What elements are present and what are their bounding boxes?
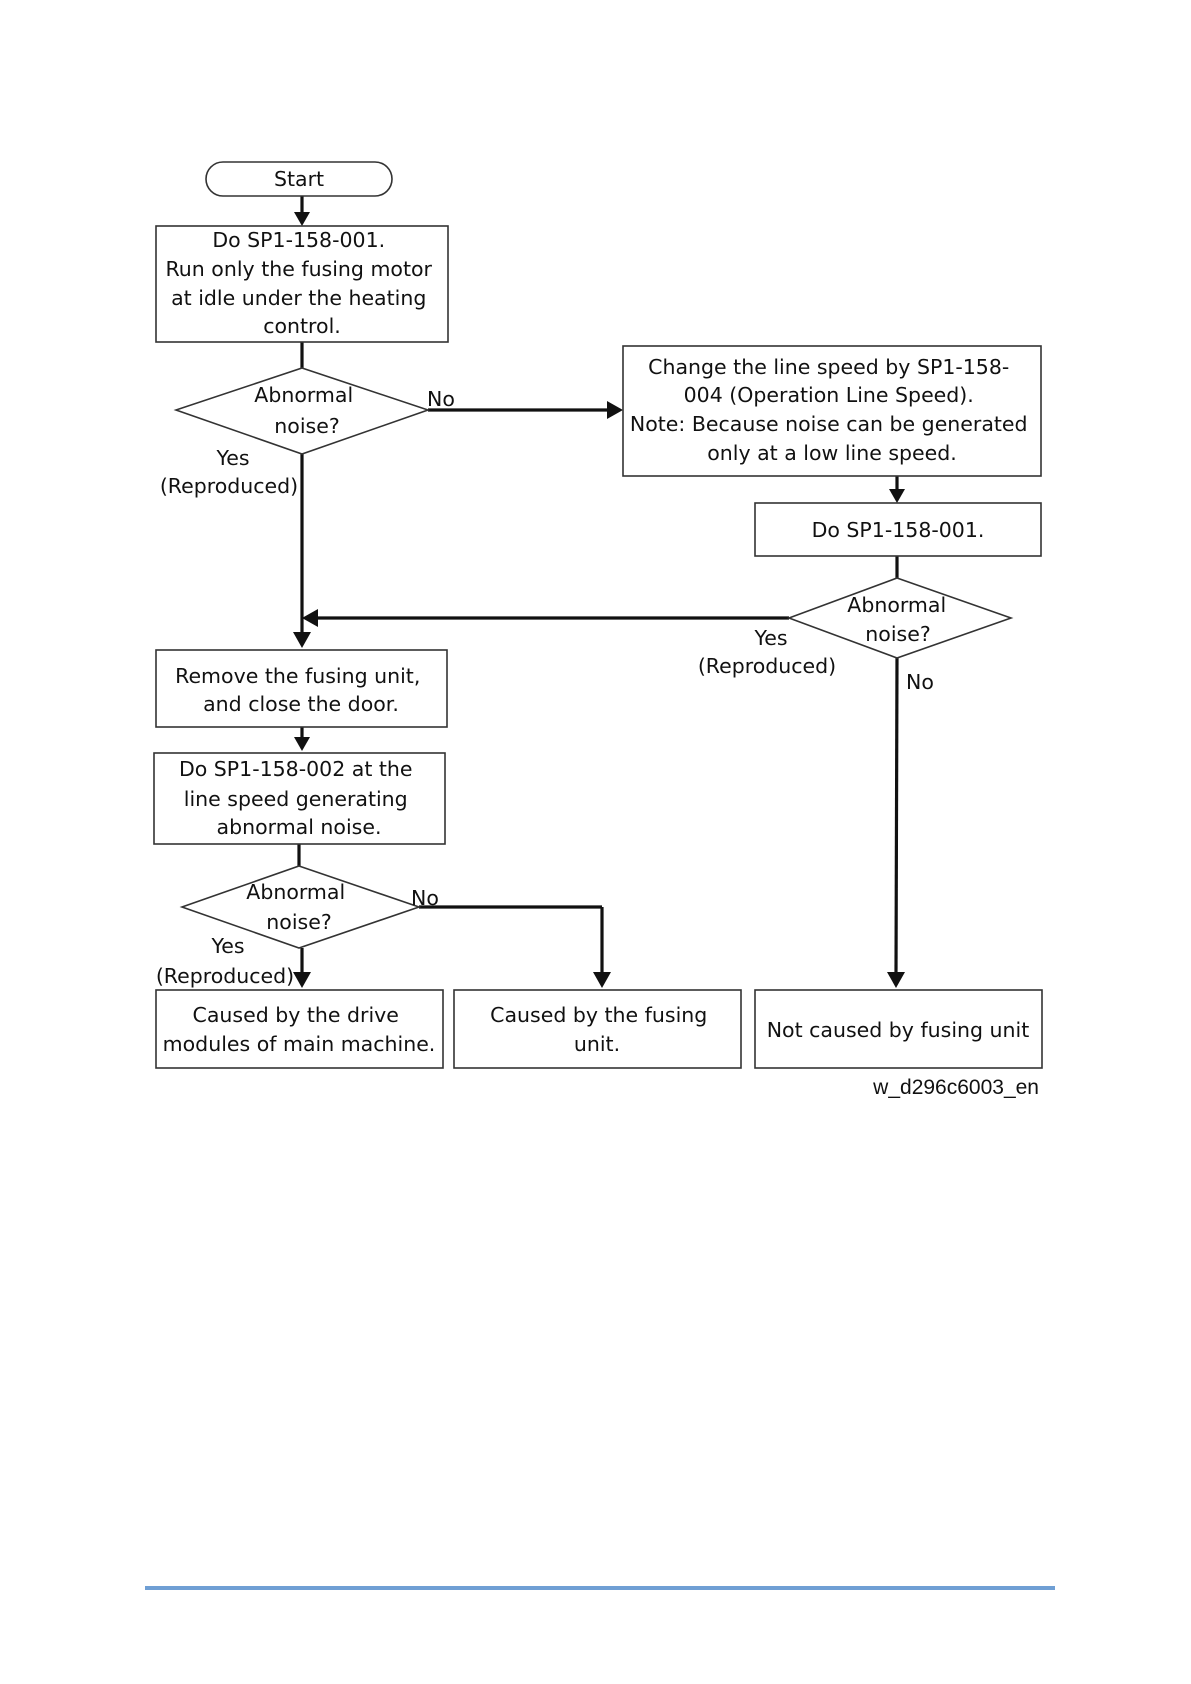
svg-text:Remove the fusing unit,: Remove the fusing unit, and close the do… (175, 664, 427, 716)
svg-text:Do SP1-158-002 at the li: Do SP1-158-002 at the line speed generat… (179, 757, 419, 839)
decision1-line: noise? (274, 414, 339, 438)
step1-line: Run only the fusing motor (165, 257, 432, 281)
step-redo-label: Do SP1-158-001. (812, 518, 985, 542)
decision1-reproduced-label: (Reproduced) (160, 474, 298, 498)
decision2-yes-label: Yes (753, 626, 787, 650)
decision2-no-label: No (906, 670, 934, 694)
step2-line: Do SP1-158-002 at the (179, 757, 413, 781)
figure-caption: w_d296c6003_en (872, 1076, 1039, 1099)
arrowhead (887, 972, 905, 988)
svg-text:Abnormal noise?: Abnormal noise? (254, 383, 359, 438)
remove-unit-line: Remove the fusing unit, (175, 664, 420, 688)
decision1-line: Abnormal (254, 383, 353, 407)
svg-text:Caused by the fusing uni: Caused by the fusing unit. (490, 1003, 714, 1056)
footer-rule (145, 1586, 1055, 1590)
arrowhead (294, 737, 310, 751)
step2-line: line speed generating (184, 787, 408, 811)
change-speed-box: Change the line speed by SP1-158- 004 (O… (622, 345, 1042, 477)
remove-unit-box: Remove the fusing unit, and close the do… (155, 649, 448, 728)
arrowhead (294, 212, 310, 226)
svg-text:Change the line speed by SP1-1: Change the line speed by SP1-158- 004 (O… (630, 355, 1034, 465)
decision2-line: Abnormal (847, 593, 946, 617)
step1-line: control. (263, 314, 341, 338)
flowchart-edges (293, 196, 905, 988)
decision2-line: noise? (865, 622, 930, 646)
result-fusing-line: Caused by the fusing (490, 1003, 707, 1027)
step2-box: Do SP1-158-002 at the line speed generat… (153, 752, 446, 845)
step1-line: Do SP1-158-001. (212, 228, 385, 252)
decision1-diamond: Abnormal noise? (173, 367, 431, 455)
result-not-fusing-label: Not caused by fusing unit (767, 1018, 1030, 1042)
svg-text:Caused by the drive modu: Caused by the drive modules of main mach… (163, 1003, 436, 1056)
arrowhead (607, 401, 623, 419)
decision3-line: Abnormal (246, 880, 345, 904)
arrowhead (889, 489, 905, 503)
decision2-diamond: Abnormal noise? (786, 577, 1014, 659)
arrowhead (293, 972, 311, 988)
result-fusing-box: Caused by the fusing unit. (453, 989, 742, 1069)
decision3-line: noise? (266, 910, 331, 934)
edge-decision2-no (894, 657, 899, 973)
decision3-reproduced-label: (Reproduced) (156, 964, 294, 988)
arrowhead (293, 632, 311, 648)
change-speed-line: 004 (Operation Line Speed). (684, 383, 974, 407)
svg-text:Abnormal noise?: Abnormal noise? (246, 880, 351, 934)
edge-labels: No Yes (Reproduced) Yes (Reproduced) No … (156, 387, 934, 988)
decision3-no-label: No (411, 886, 439, 910)
result-fusing-line: unit. (574, 1032, 620, 1056)
change-speed-line: Change the line speed by SP1-158- (648, 355, 1009, 379)
step2-line: abnormal noise. (217, 815, 382, 839)
decision3-yes-label: Yes (210, 934, 244, 958)
remove-unit-line: and close the door. (203, 692, 399, 716)
step-redo-box: Do SP1-158-001. (754, 502, 1042, 557)
decision3-diamond: Abnormal noise? (179, 865, 422, 949)
start-label: Start (274, 167, 324, 191)
decision2-reproduced-label: (Reproduced) (698, 654, 836, 678)
change-speed-line: Note: Because noise can be generated (630, 412, 1028, 436)
svg-text:Do SP1-158-001. Run only: Do SP1-158-001. Run only the fusing moto… (165, 228, 438, 338)
step1-box: Do SP1-158-001. Run only the fusing moto… (155, 225, 449, 343)
svg-text:Abnormal noise?: Abnormal noise? (847, 593, 952, 646)
arrowhead (302, 609, 318, 627)
result-not-fusing-box: Not caused by fusing unit (754, 989, 1043, 1069)
result-drive-line: Caused by the drive (193, 1003, 399, 1027)
change-speed-line: only at a low line speed. (707, 441, 957, 465)
result-drive-box: Caused by the drive modules of main mach… (155, 989, 444, 1069)
start-node: Start (205, 161, 393, 197)
arrowhead (593, 972, 611, 988)
result-drive-line: modules of main machine. (163, 1032, 436, 1056)
step1-line: at idle under the heating (171, 286, 426, 310)
decision1-yes-label: Yes (215, 446, 249, 470)
decision1-no-label: No (427, 387, 455, 411)
